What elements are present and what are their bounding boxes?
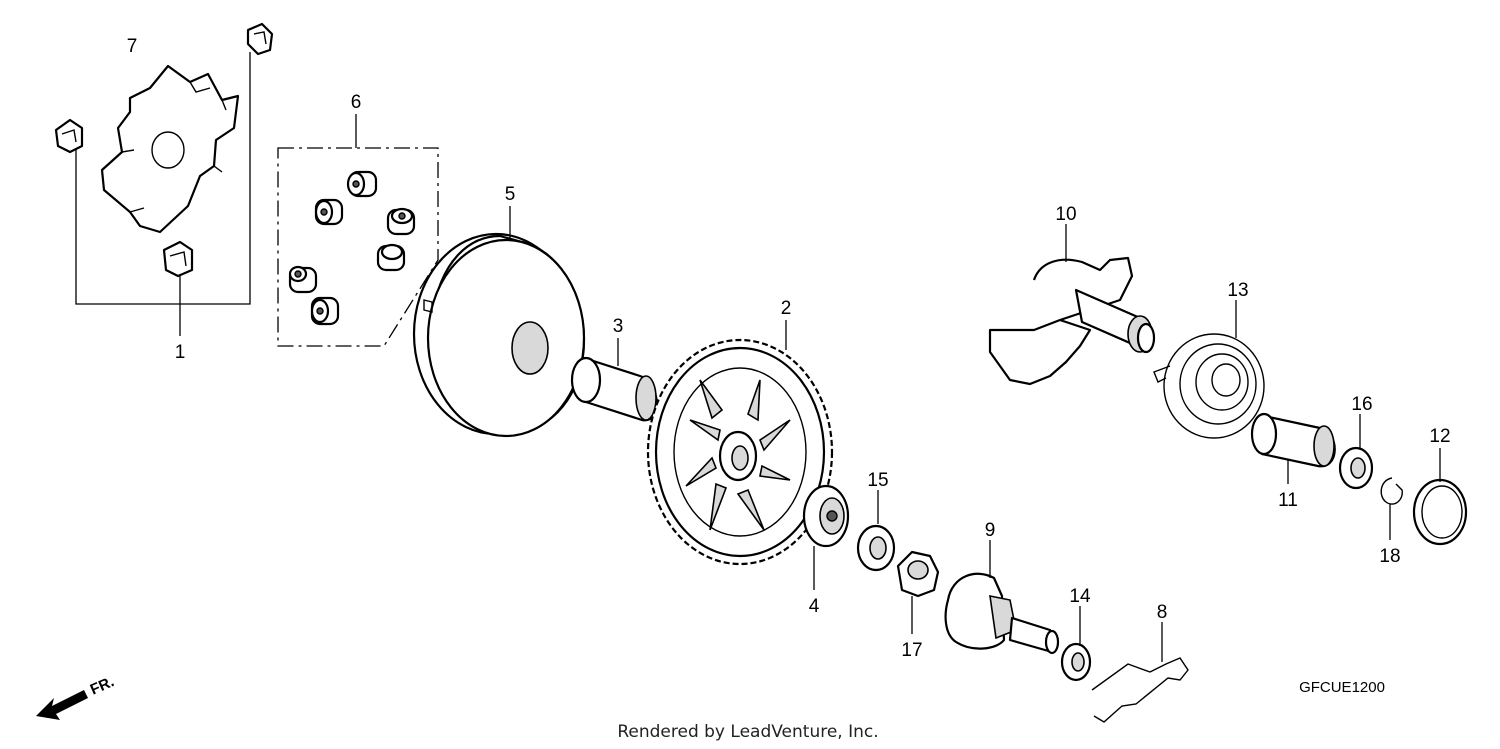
kick-spring-part (1153, 333, 1265, 439)
callout-13: 13 (1227, 280, 1248, 301)
collar-part (1250, 412, 1336, 468)
kick-starter-spindle-part (988, 256, 1156, 386)
callout-12: 12 (1429, 426, 1450, 447)
callout-15: 15 (867, 470, 888, 491)
ramp-plate-part (100, 64, 240, 234)
callout-10: 10 (1055, 204, 1076, 225)
washer-part (1338, 446, 1374, 490)
render-credit: Rendered by LeadVenture, Inc. (617, 722, 878, 742)
collar-part (570, 356, 658, 422)
weight-roller (376, 243, 406, 272)
diagram-code: GFCUE1200 (1299, 679, 1385, 696)
callout-16: 16 (1351, 394, 1372, 415)
spring-clip-part (1091, 657, 1189, 723)
callout-5: 5 (505, 184, 516, 205)
weight-roller (314, 198, 344, 226)
starter-spindle-part (944, 572, 1060, 655)
callout-4: 4 (809, 596, 820, 617)
weight-roller (346, 170, 378, 198)
thrust-washer-part (1412, 478, 1468, 546)
drive-face-part (412, 232, 586, 438)
callout-9: 9 (985, 520, 996, 541)
front-marker-label: FR. (88, 673, 117, 698)
fan-pulley-part (646, 338, 834, 566)
callout-8: 8 (1157, 602, 1168, 623)
callout-14: 14 (1069, 586, 1091, 607)
slider-piece (162, 240, 194, 278)
washer-part (856, 524, 896, 572)
weight-roller (310, 296, 340, 326)
slider-piece (54, 118, 84, 154)
callout-3: 3 (613, 316, 624, 337)
weight-roller (386, 207, 416, 236)
circlip-part (1380, 477, 1403, 505)
callout-17: 17 (901, 640, 922, 661)
group-bracket-1 (75, 52, 251, 305)
callout-11: 11 (1278, 490, 1298, 511)
callout-7: 7 (127, 36, 138, 57)
washer-part (1060, 642, 1092, 682)
roller-group-outline (277, 147, 439, 347)
slider-piece (246, 22, 274, 56)
callout-6: 6 (351, 92, 362, 113)
callout-18: 18 (1379, 546, 1400, 567)
callout-1: 1 (175, 342, 186, 363)
ratchet-part (802, 484, 850, 548)
front-direction-arrow-icon (36, 690, 88, 720)
nut-part (896, 550, 940, 598)
callout-2: 2 (781, 298, 792, 319)
weight-roller (288, 265, 318, 294)
